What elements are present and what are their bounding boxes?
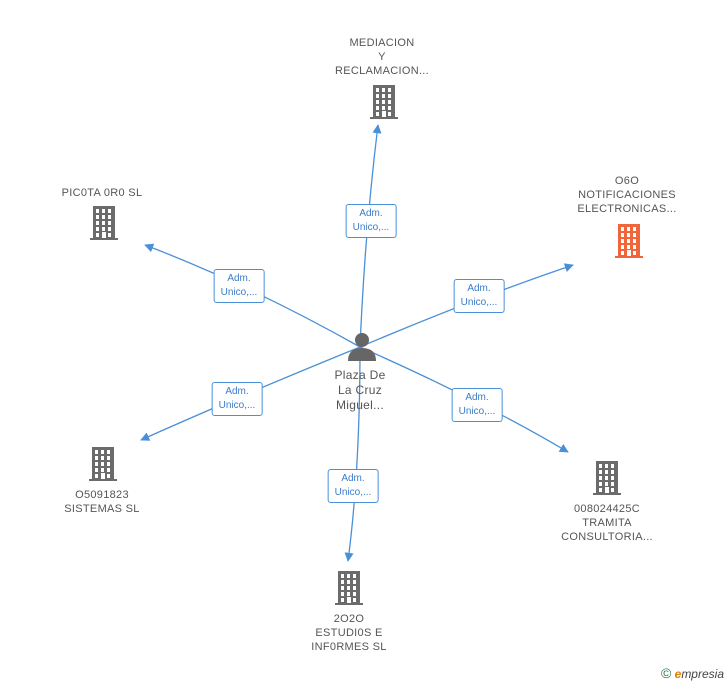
company-label-2o2o[interactable]: 2O2O ESTUDI0S E INF0RMES SL	[311, 613, 387, 653]
person-icon[interactable]	[348, 333, 376, 361]
edge-label-picota[interactable]: Adm. Unico,...	[213, 269, 265, 303]
building-icon[interactable]	[335, 571, 363, 605]
person-label[interactable]: Plaza De La Cruz Miguel...	[334, 368, 386, 412]
copyright-icon: ©	[660, 665, 672, 681]
building-icon[interactable]	[370, 85, 398, 119]
building-icon[interactable]	[90, 206, 118, 240]
company-label-008024425c[interactable]: 008024425C TRAMITA CONSULTORIA...	[561, 503, 653, 543]
edge-label-o6o[interactable]: Adm. Unico,...	[453, 279, 505, 313]
brand-logo-e: e	[674, 667, 682, 681]
company-label-mediacion[interactable]: MEDIACION Y RECLAMACION...	[334, 37, 430, 77]
building-icon[interactable]	[89, 447, 117, 481]
edge-label-2o2o[interactable]: Adm. Unico,...	[327, 469, 379, 503]
brand-logo-text: mpresia	[681, 667, 724, 681]
company-label-o5091823[interactable]: O5091823 SISTEMAS SL	[64, 489, 140, 515]
building-icon[interactable]	[615, 224, 643, 258]
footer-brand: © empresia	[661, 665, 724, 681]
company-label-o6o[interactable]: O6O NOTIFICACIONES ELECTRONICAS...	[577, 175, 677, 215]
company-label-picota[interactable]: PIC0TA 0R0 SL	[61, 187, 143, 199]
edge-label-008024425c[interactable]: Adm. Unico,...	[451, 388, 503, 422]
edge-label-o5091823[interactable]: Adm. Unico,...	[211, 382, 263, 416]
building-icon[interactable]	[593, 461, 621, 495]
edge-label-mediacion[interactable]: Adm. Unico,...	[345, 204, 397, 238]
edge-2o2o	[344, 346, 361, 562]
